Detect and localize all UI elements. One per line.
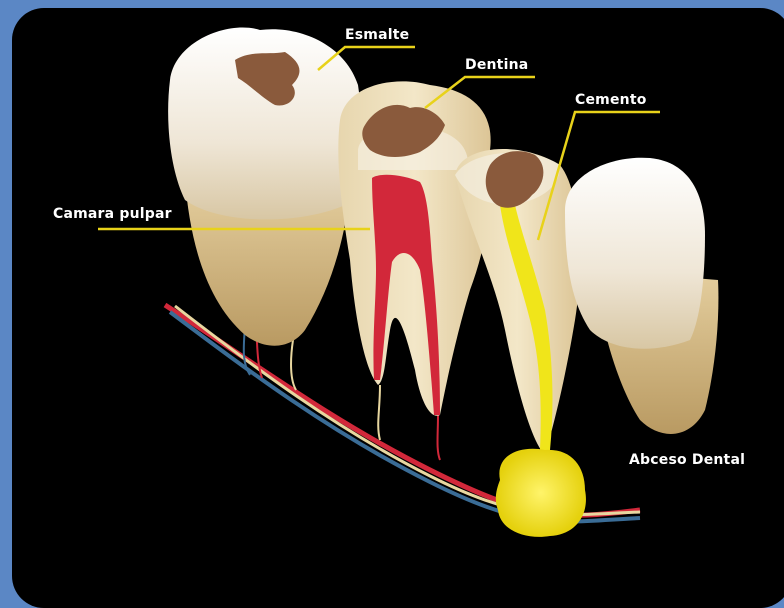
- tooth-right: [565, 158, 718, 434]
- label-esmalte: Esmalte: [345, 27, 409, 43]
- label-camara-pulpar: Camara pulpar: [53, 206, 172, 222]
- molar-left: [168, 27, 361, 345]
- tooth-cross-section: [338, 81, 491, 415]
- abscess-mass: [496, 449, 586, 537]
- label-absceso-dental: Abceso Dental: [629, 452, 745, 468]
- tooth-infected: [455, 149, 580, 455]
- label-dentina: Dentina: [465, 57, 528, 73]
- label-cemento: Cemento: [575, 92, 647, 108]
